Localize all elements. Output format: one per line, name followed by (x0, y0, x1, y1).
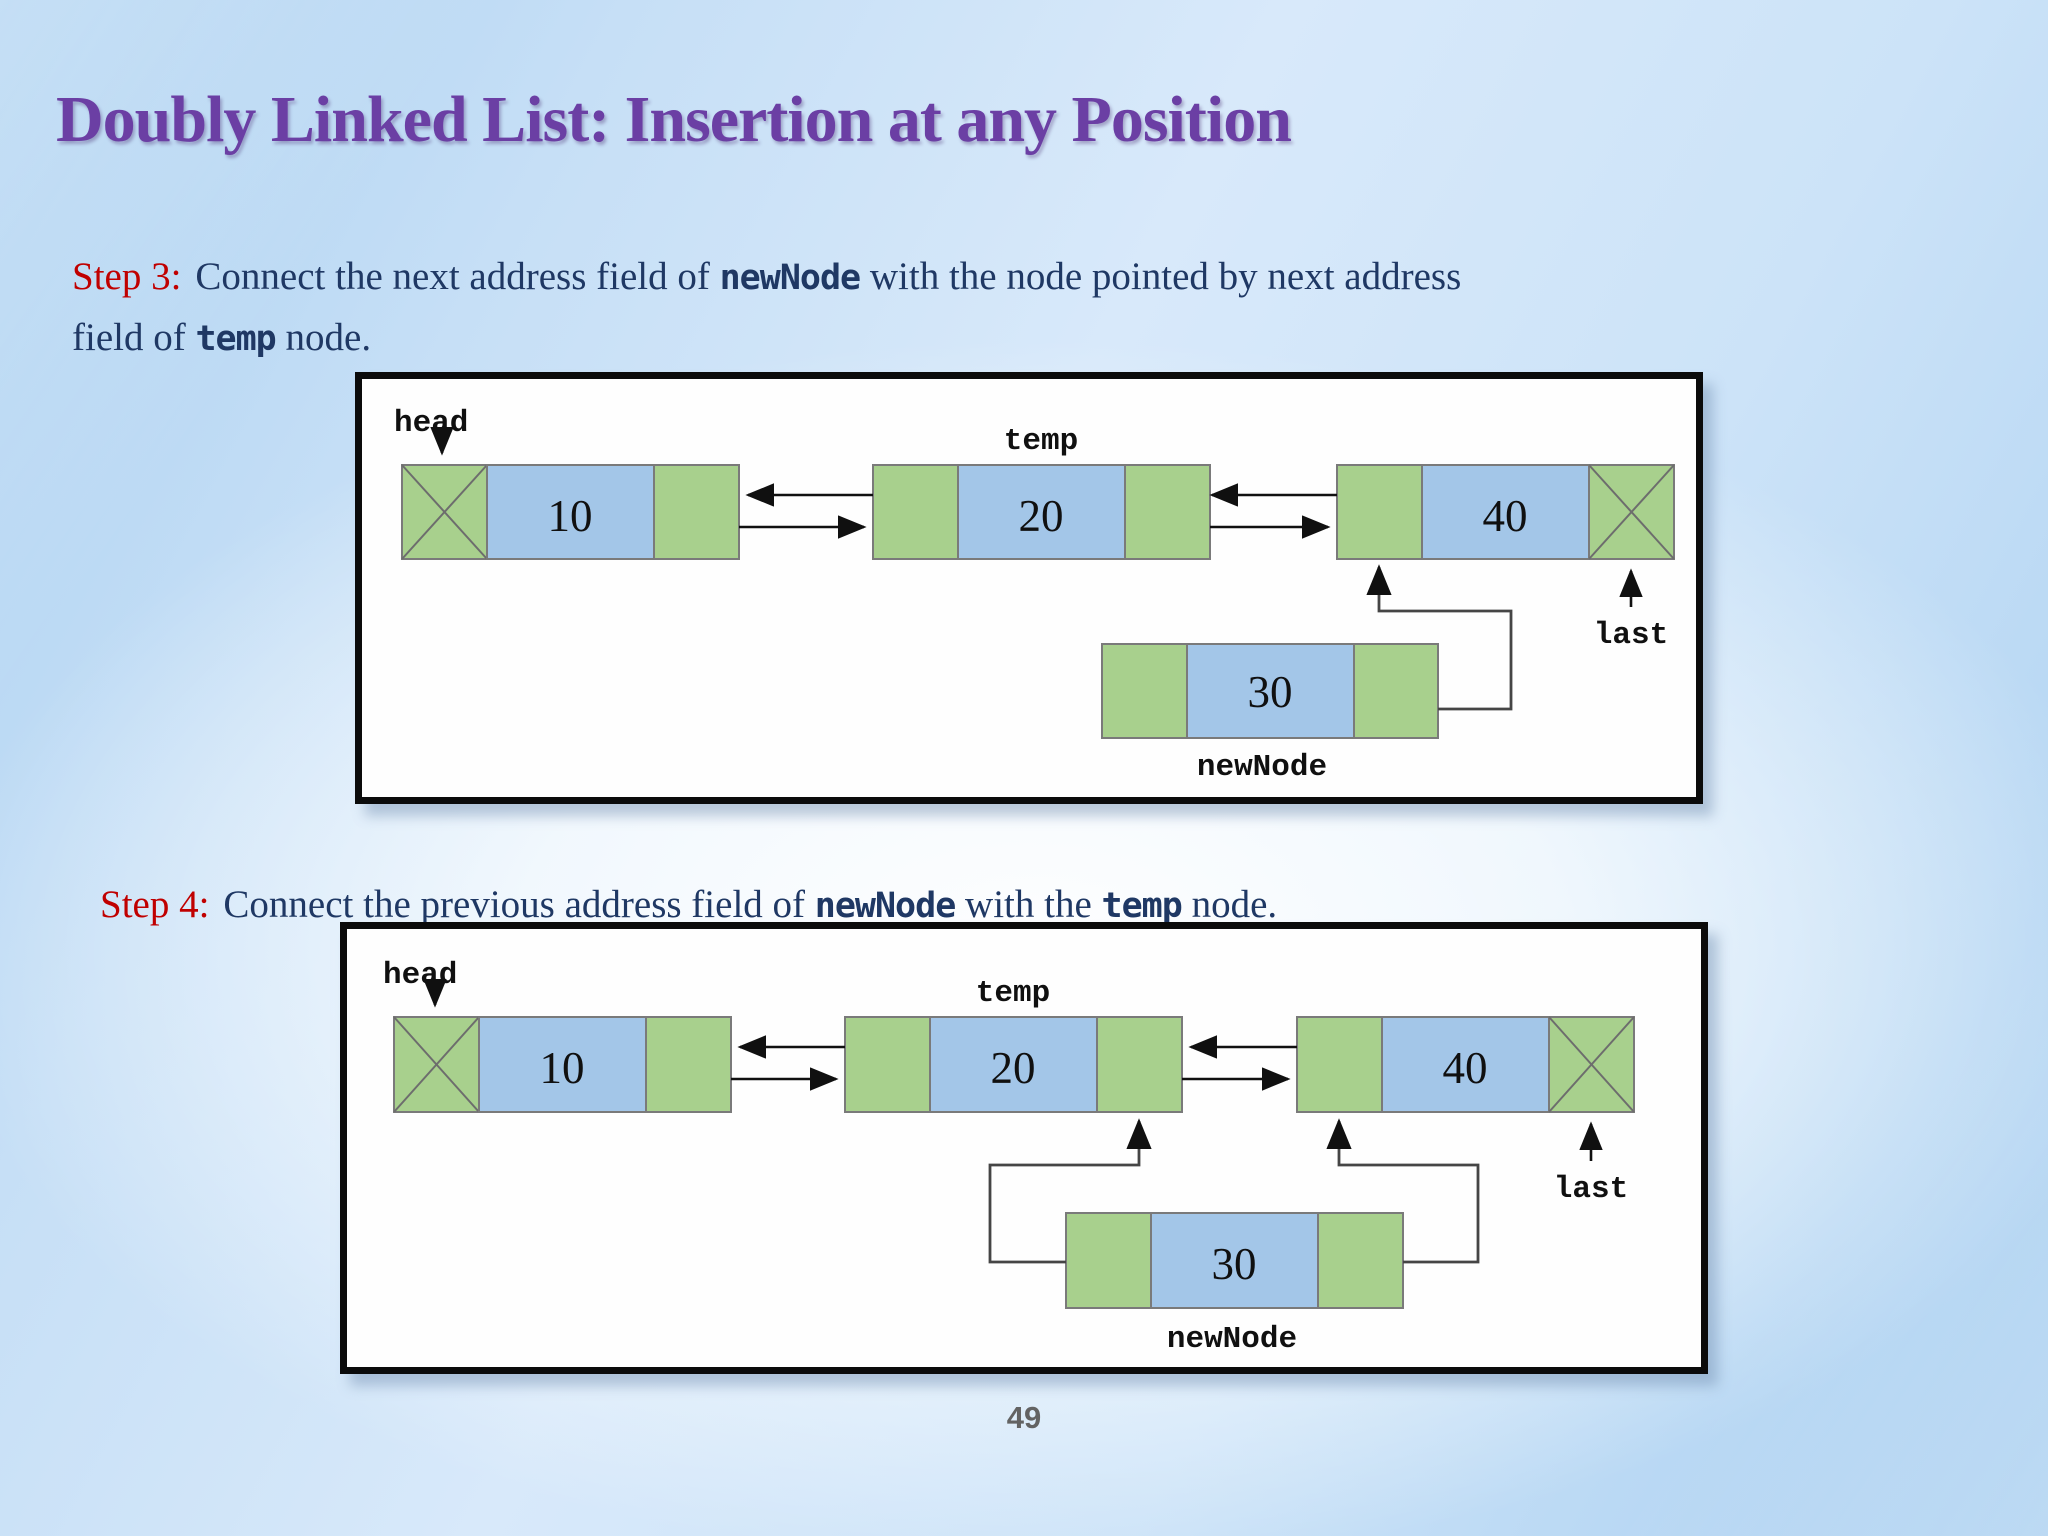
newnode-pointer-label: newNode (1197, 750, 1327, 785)
node30-data-cell (1150, 1212, 1319, 1309)
step3-linked-list-diagram: head 10 temp 20 40 last (355, 372, 1703, 804)
node20-value: 20 (1019, 491, 1064, 541)
node30-next-cell (1353, 643, 1439, 739)
node-40: 40 (1296, 1016, 1635, 1113)
step3-diagram-canvas: head 10 temp 20 40 last (394, 406, 1675, 785)
node10-value: 10 (548, 491, 593, 541)
new-node-30: 30 (1065, 1212, 1404, 1309)
step3-code-temp: temp (195, 319, 276, 359)
newnode-next-to-node40-link (1366, 564, 1513, 711)
newnode-next-to-node40-link (1326, 1118, 1480, 1264)
step4-code-newnode: newNode (814, 886, 957, 926)
node40-data-cell (1381, 1016, 1550, 1113)
node20-prev-cell (844, 1016, 931, 1113)
links-20-40 (1182, 1035, 1297, 1091)
step4-linked-list-diagram: head 10 temp 20 40 last (340, 922, 1708, 1374)
node10-value: 10 (540, 1043, 585, 1093)
node-10: 10 (401, 464, 740, 560)
node40-prev-cell (1296, 1016, 1383, 1113)
step4-paragraph: Step 4: Connect the previous address fiel… (100, 875, 1277, 936)
step3-text-2: with the node pointed by next address (860, 255, 1462, 298)
node40-data-cell (1421, 464, 1590, 560)
node10-next-cell (645, 1016, 732, 1113)
null-x-mark (401, 464, 488, 560)
node20-next-cell (1124, 464, 1211, 560)
node40-value: 40 (1483, 491, 1528, 541)
null-x-mark (393, 1016, 480, 1113)
head-pointer-label: head (394, 406, 468, 441)
links-20-40 (1209, 483, 1337, 539)
node-10: 10 (393, 1016, 732, 1113)
null-x-mark (1548, 1016, 1635, 1113)
step3-paragraph: Step 3: Connect the next address field of… (72, 247, 1461, 369)
node10-data-cell (478, 1016, 647, 1113)
step4-text-2: with the (955, 883, 1092, 926)
node30-prev-cell (1101, 643, 1188, 739)
last-pointer-label: last (1594, 618, 1668, 653)
node30-value: 30 (1212, 1239, 1257, 1289)
step4-diagram-canvas: head 10 temp 20 40 last (383, 958, 1635, 1357)
temp-pointer-label: temp (976, 976, 1050, 1011)
node20-data-cell (929, 1016, 1098, 1113)
node-20: 20 (844, 1016, 1183, 1113)
step4-label: Step 4: (100, 883, 210, 926)
node40-prev-cell (1336, 464, 1423, 560)
node30-data-cell (1186, 643, 1355, 739)
step3-text-1: Connect the next address field of (195, 255, 710, 298)
step4-text-3: node. (1181, 883, 1278, 926)
null-x-mark (1588, 464, 1675, 560)
node40-value: 40 (1443, 1043, 1488, 1093)
step4-code-temp: temp (1101, 886, 1183, 926)
newnode-prev-to-node20-link (988, 1118, 1152, 1264)
step3-code-newnode: newNode (719, 258, 862, 298)
node20-value: 20 (991, 1043, 1036, 1093)
slide-title: Doubly Linked List: Insertion at any Pos… (56, 83, 1292, 157)
step3-label: Step 3: (72, 255, 182, 298)
node10-next-cell (653, 464, 740, 560)
last-pointer-label: last (1554, 1172, 1628, 1207)
links-10-20 (731, 1035, 845, 1091)
step3-text-4: node. (275, 316, 372, 359)
node-40: 40 (1336, 464, 1675, 560)
head-pointer-label: head (383, 958, 457, 993)
node30-value: 30 (1248, 667, 1293, 717)
step4-text-1: Connect the previous address field of (223, 883, 806, 926)
node20-prev-cell (872, 464, 959, 560)
step3-text-3: field of (72, 316, 186, 359)
links-10-20 (739, 483, 873, 539)
newnode-pointer-label: newNode (1167, 1322, 1297, 1357)
node30-prev-cell (1065, 1212, 1152, 1309)
node20-next-cell (1096, 1016, 1183, 1113)
page-number: 49 (1006, 1400, 1042, 1435)
node-20: 20 (872, 464, 1211, 560)
temp-pointer-label: temp (1004, 424, 1078, 459)
node30-next-cell (1317, 1212, 1404, 1309)
new-node-30: 30 (1101, 643, 1439, 739)
